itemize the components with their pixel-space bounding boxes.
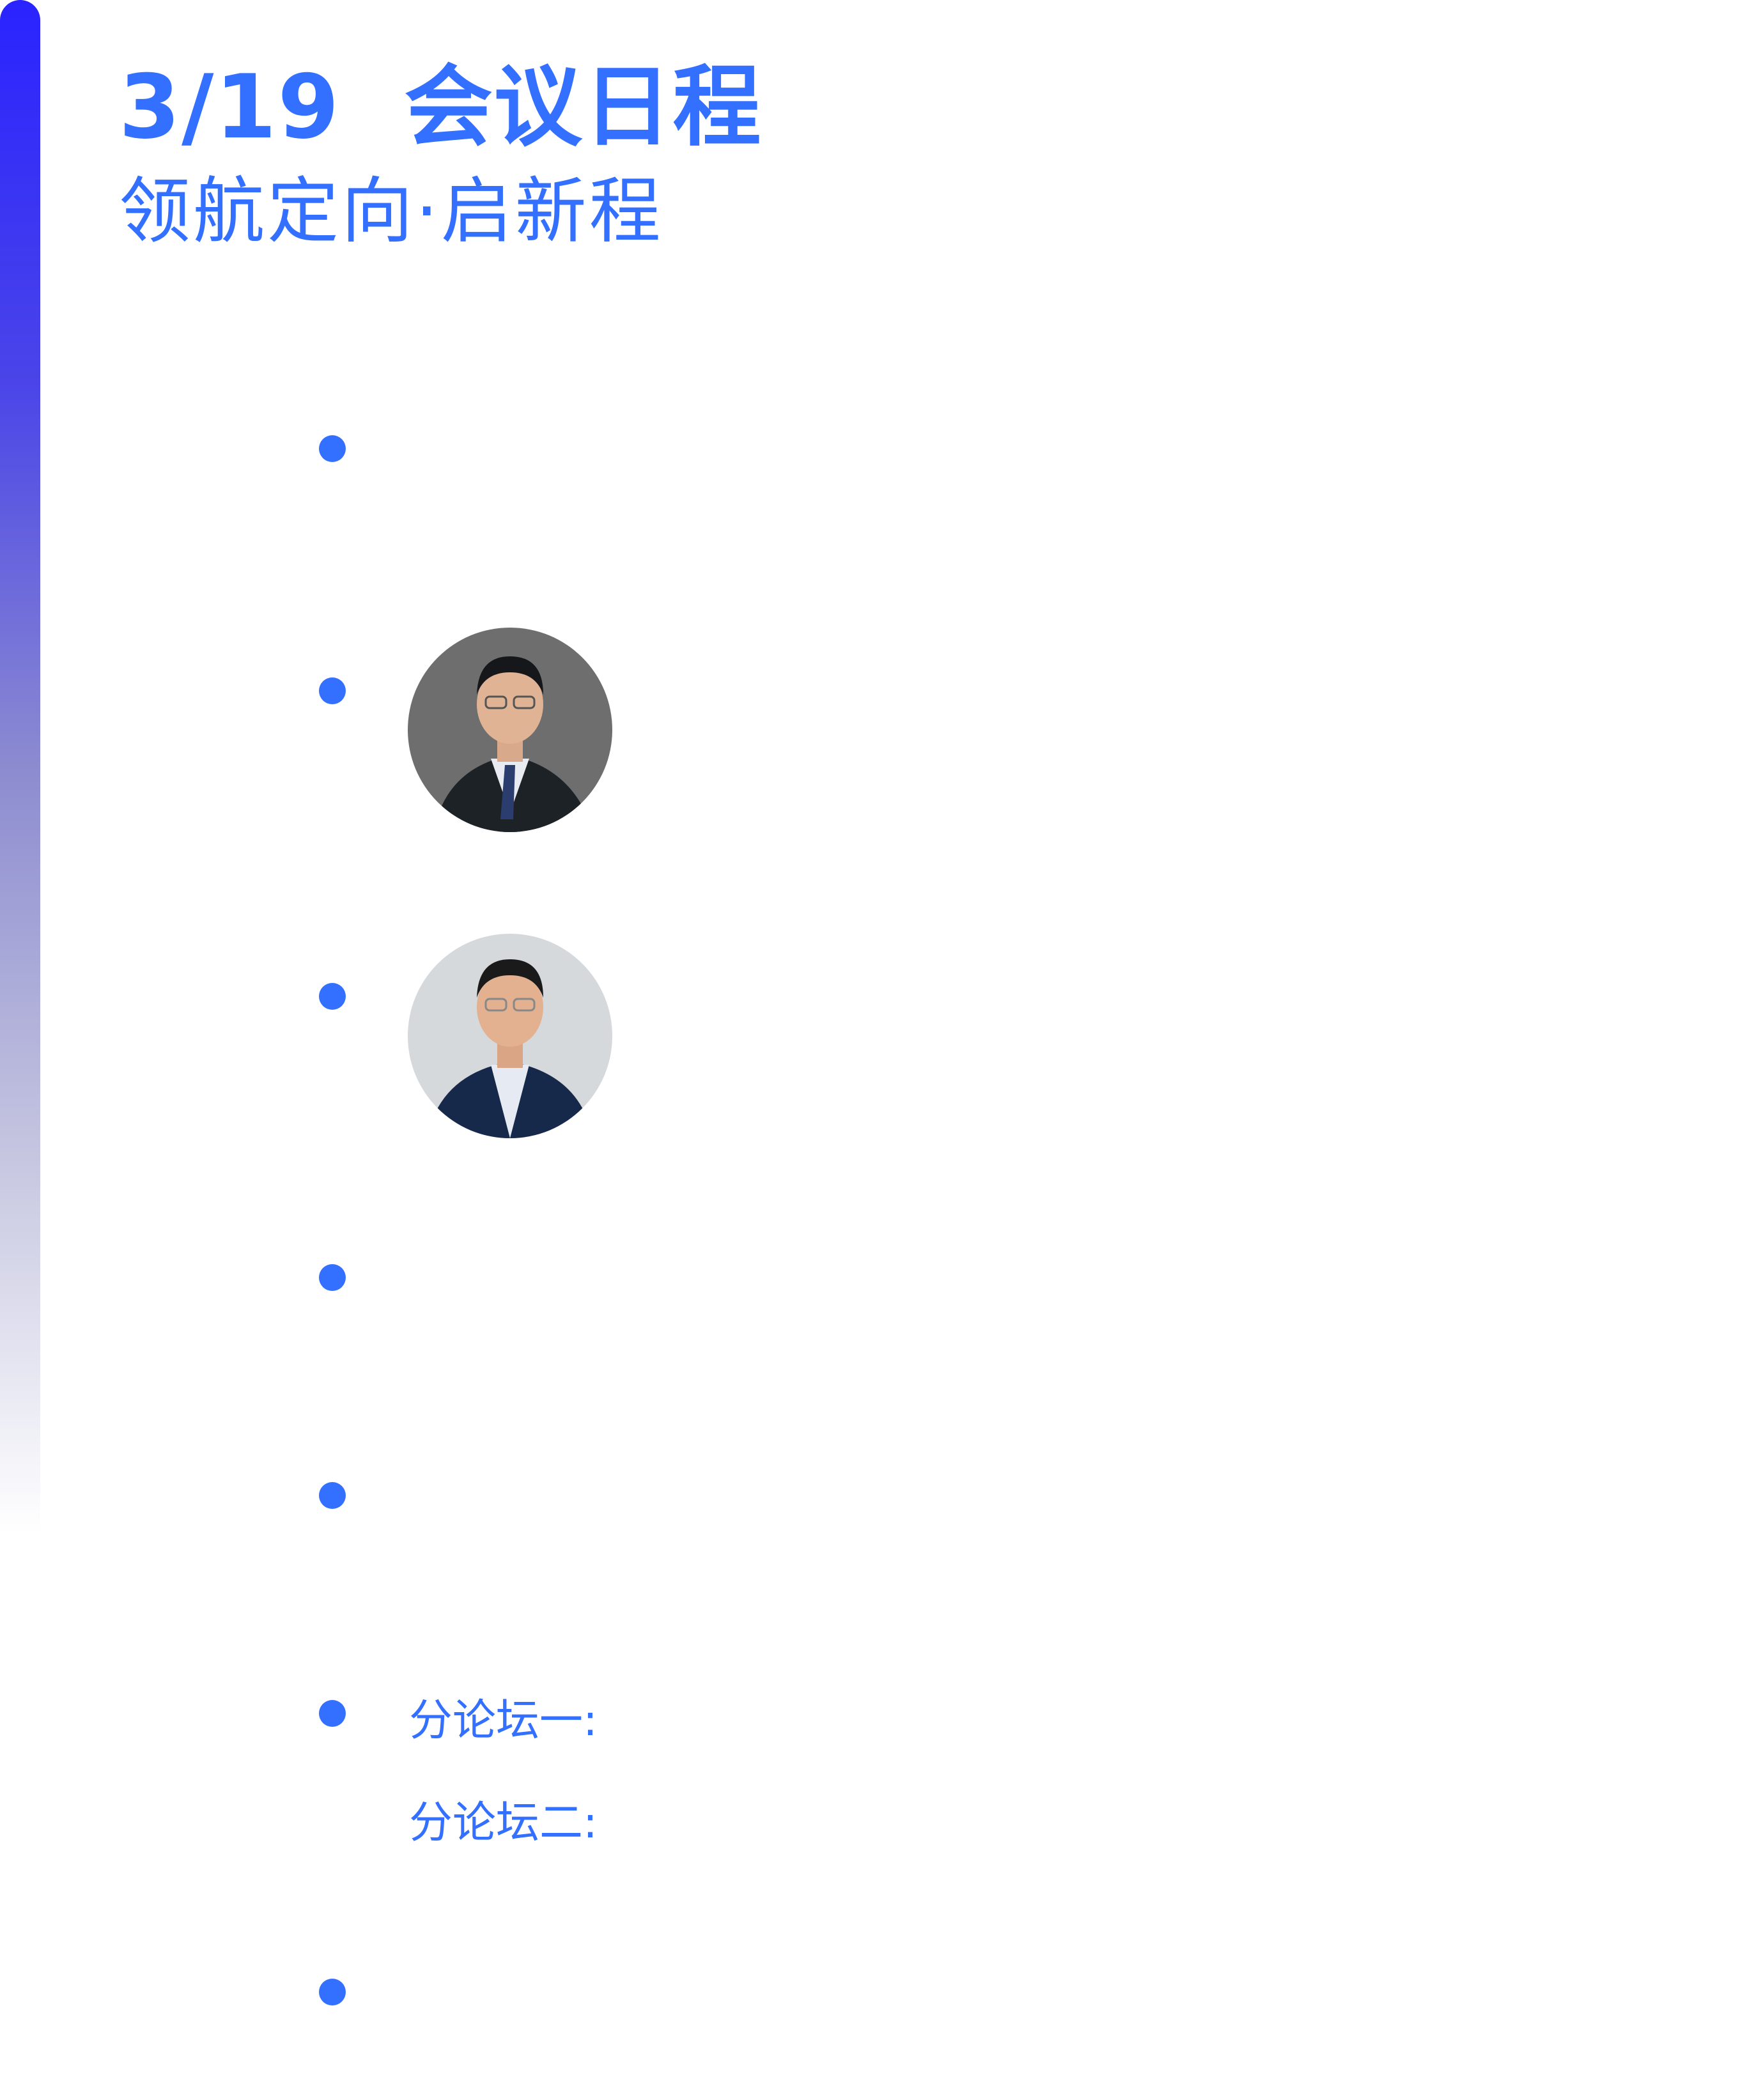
date: 3/19: [119, 56, 341, 158]
side-gradient-bar: [0, 0, 40, 1534]
forum-1-label: 分论坛一:: [409, 1696, 598, 1746]
title-text: 会议日程: [404, 56, 762, 158]
page-subtitle: 领航定向·启新程: [119, 170, 663, 253]
timeline-dot: [319, 435, 346, 462]
speaker-avatar-2: [408, 934, 612, 1138]
timeline-dot: [319, 1979, 346, 2005]
forum-2-label: 分论坛二:: [409, 1798, 598, 1848]
timeline-dot: [319, 1700, 346, 1727]
timeline-dot: [319, 1482, 346, 1509]
timeline-dot: [319, 983, 346, 1010]
speaker-avatar-1: [408, 628, 612, 832]
timeline-dot: [319, 677, 346, 704]
page-title: 3/19 会议日程: [119, 35, 762, 163]
timeline-dot: [319, 1264, 346, 1291]
